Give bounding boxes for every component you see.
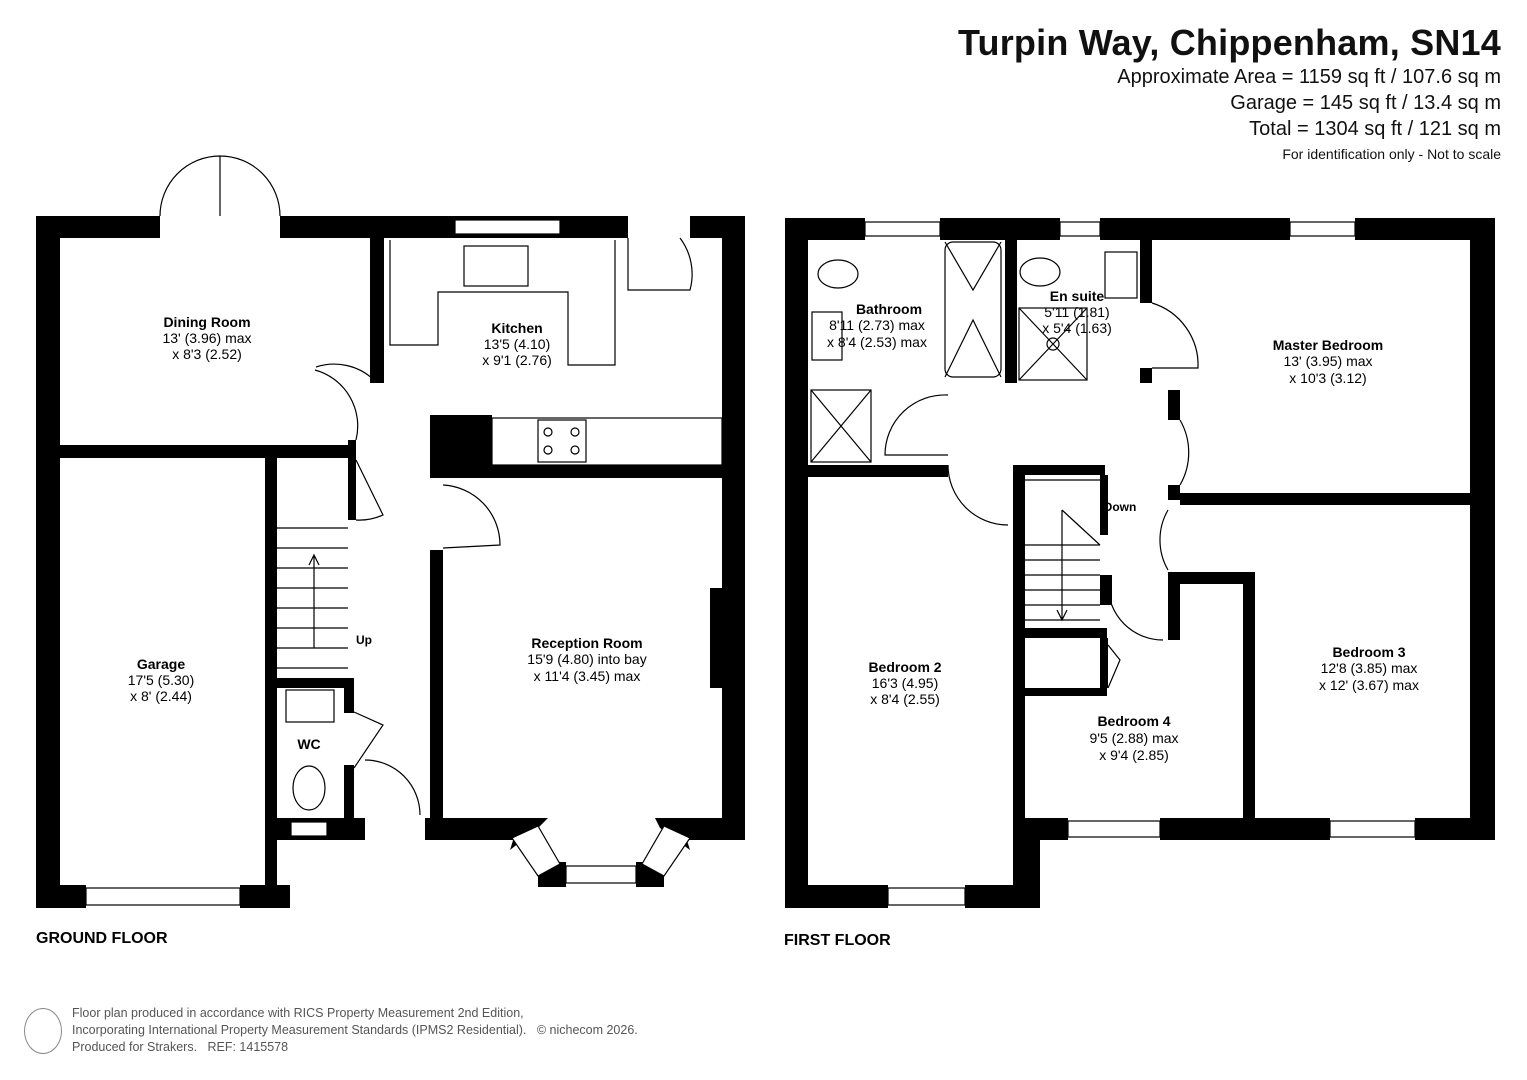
svg-text:En suite: En suite [1050, 288, 1105, 304]
room-master-bedroom: Master Bedroom 13' (3.95) max x 10'3 (3.… [1273, 337, 1383, 386]
svg-text:13' (3.95) max: 13' (3.95) max [1283, 353, 1372, 369]
svg-text:16'3 (4.95): 16'3 (4.95) [872, 675, 939, 691]
svg-text:x 11'4 (3.45) max: x 11'4 (3.45) max [534, 668, 641, 684]
hob-icon [537, 419, 587, 463]
wc-basin-icon [285, 689, 335, 723]
footer-line-1: Floor plan produced in accordance with R… [72, 1006, 524, 1020]
header: Turpin Way, Chippenham, SN14 Approximate… [958, 22, 1501, 162]
svg-text:x 8'4 (2.55): x 8'4 (2.55) [870, 691, 940, 707]
room-kitchen: Kitchen 13'5 (4.10) x 9'1 (2.76) [482, 320, 552, 368]
toilet-icon [292, 765, 326, 811]
first-floor-walls [785, 218, 1495, 908]
svg-text:x 8'4 (2.53) max: x 8'4 (2.53) max [827, 334, 927, 350]
svg-text:Garage: Garage [137, 656, 185, 672]
total-area-line: Total = 1304 sq ft / 121 sq m [1249, 118, 1501, 140]
room-garage: Garage 17'5 (5.30) x 8' (2.44) [128, 656, 195, 704]
bathroom-toilet-icon [817, 259, 859, 289]
svg-text:x 9'4 (2.85): x 9'4 (2.85) [1099, 747, 1169, 763]
ensuite-basin-icon [1104, 251, 1138, 299]
first-floor-label: FIRST FLOOR [784, 932, 891, 949]
svg-text:x 9'1 (2.76): x 9'1 (2.76) [482, 352, 552, 368]
kitchen-sink-icon [463, 245, 529, 287]
svg-text:Kitchen: Kitchen [491, 320, 542, 336]
ground-floor-fixtures [159, 155, 723, 816]
room-wc: WC [297, 736, 320, 752]
footer-line-3: Produced for Strakers. REF: 1415578 [72, 1040, 289, 1054]
svg-text:x 8' (2.44): x 8' (2.44) [130, 688, 192, 704]
room-dining: Dining Room 13' (3.96) max x 8'3 (2.52) [162, 314, 251, 362]
bathroom-basin-icon [811, 311, 843, 361]
room-reception: Reception Room 15'9 (4.80) into bay x 11… [527, 635, 646, 684]
svg-text:x 12' (3.67) max: x 12' (3.67) max [1319, 677, 1419, 693]
svg-text:17'5 (5.30): 17'5 (5.30) [128, 672, 195, 688]
svg-text:Bedroom 4: Bedroom 4 [1097, 713, 1170, 729]
svg-text:Bedroom 2: Bedroom 2 [868, 659, 941, 675]
svg-text:WC: WC [297, 736, 320, 752]
svg-text:9'5 (2.88) max: 9'5 (2.88) max [1089, 730, 1178, 746]
svg-text:15'9 (4.80) into bay: 15'9 (4.80) into bay [527, 651, 646, 667]
person-icon [24, 1008, 62, 1054]
property-title: Turpin Way, Chippenham, SN14 [958, 22, 1501, 63]
svg-text:x 5'4 (1.63): x 5'4 (1.63) [1042, 320, 1112, 336]
room-bedroom-2: Bedroom 2 16'3 (4.95) x 8'4 (2.55) [868, 659, 941, 707]
svg-text:x 8'3 (2.52): x 8'3 (2.52) [172, 346, 242, 362]
svg-text:8'11 (2.73) max: 8'11 (2.73) max [829, 317, 925, 333]
first-floor-windows [864, 221, 1416, 906]
svg-text:Bathroom: Bathroom [856, 301, 922, 317]
svg-text:5'11 (1.81): 5'11 (1.81) [1044, 304, 1109, 320]
disclaimer: For identification only - Not to scale [1282, 146, 1501, 162]
footer: Floor plan produced in accordance with R… [72, 1005, 638, 1056]
svg-text:x 10'3 (3.12): x 10'3 (3.12) [1289, 370, 1366, 386]
room-bedroom-3: Bedroom 3 12'8 (3.85) max x 12' (3.67) m… [1319, 644, 1419, 693]
room-ensuite: En suite 5'11 (1.81) x 5'4 (1.63) [1042, 288, 1112, 336]
stairs-down-label: Down [1104, 500, 1137, 514]
svg-text:Master Bedroom: Master Bedroom [1273, 337, 1383, 353]
svg-text:13' (3.96) max: 13' (3.96) max [162, 330, 251, 346]
ground-floor-windows [85, 219, 691, 906]
ground-floor-label: GROUND FLOOR [36, 930, 168, 947]
bath-icon [944, 241, 1002, 378]
svg-text:13'5 (4.10): 13'5 (4.10) [484, 336, 551, 352]
stairs-up-label: Up [356, 633, 372, 647]
svg-text:Dining Room: Dining Room [163, 314, 250, 330]
svg-text:Reception Room: Reception Room [531, 635, 642, 651]
ensuite-toilet-icon [1019, 257, 1061, 287]
svg-text:12'8 (3.85) max: 12'8 (3.85) max [1321, 660, 1418, 676]
area-line: Approximate Area = 1159 sq ft / 107.6 sq… [1117, 66, 1501, 88]
room-bathroom: Bathroom 8'11 (2.73) max x 8'4 (2.53) ma… [827, 301, 927, 350]
first-floor-fixtures [810, 241, 1199, 689]
room-bedroom-4: Bedroom 4 9'5 (2.88) max x 9'4 (2.85) [1089, 713, 1178, 763]
copyright: © nichecom 2026. [536, 1023, 638, 1037]
svg-text:Bedroom 3: Bedroom 3 [1332, 644, 1405, 660]
garage-area-line: Garage = 145 sq ft / 13.4 sq m [1230, 92, 1501, 114]
footer-line-2: Incorporating International Property Mea… [72, 1023, 527, 1037]
